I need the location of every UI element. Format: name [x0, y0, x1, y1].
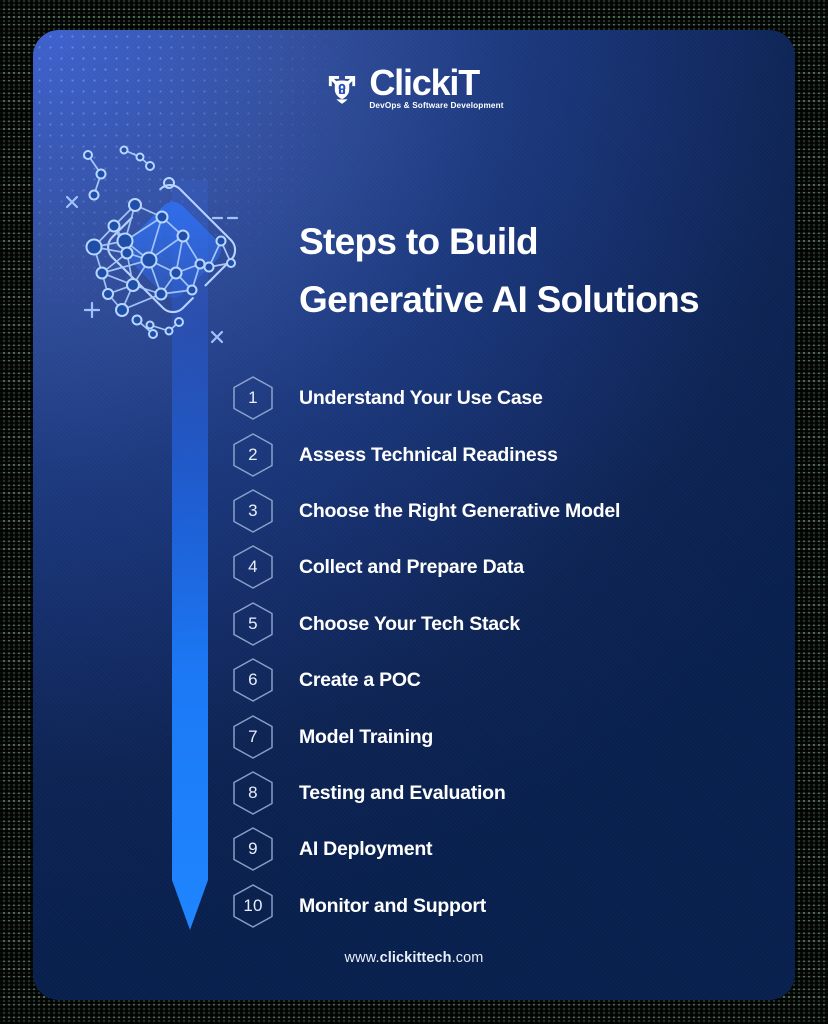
step-number-hexagon-icon: 4 — [231, 544, 275, 590]
infographic-card: ClickiT DevOps & Software Development — [33, 30, 795, 1000]
step-number-hexagon-icon: 5 — [231, 601, 275, 647]
step-number: 7 — [248, 726, 258, 746]
down-arrow-rail-icon — [172, 180, 208, 930]
step-number-hexagon-icon: 6 — [231, 657, 275, 703]
step-number-hexagon-icon: 8 — [231, 770, 275, 816]
step-number: 3 — [248, 500, 258, 520]
footer-prefix: www. — [344, 950, 380, 966]
step-label: Collect and Prepare Data — [299, 556, 524, 579]
step-number: 9 — [248, 839, 258, 859]
step-label: Create a POC — [299, 669, 421, 692]
step-label: Choose Your Tech Stack — [299, 612, 520, 635]
step-label: AI Deployment — [299, 838, 433, 861]
step-number-hexagon-icon: 10 — [231, 883, 275, 929]
footer-suffix: .com — [451, 950, 484, 966]
step-label: Assess Technical Readiness — [299, 443, 558, 466]
step-number-hexagon-icon: 1 — [231, 375, 275, 421]
step-label: Choose the Right Generative Model — [299, 499, 621, 522]
footer-domain: clickittech — [379, 950, 452, 966]
steps-list: 1 Understand Your Use Case 2 Assess Technic… — [231, 370, 791, 934]
step-number: 5 — [248, 613, 258, 633]
step-number-hexagon-icon: 2 — [231, 432, 275, 478]
page-title-line-2: Generative AI Solutions — [299, 279, 700, 320]
step-number-hexagon-icon: 3 — [231, 488, 275, 534]
neural-network-diamond-icon — [61, 142, 279, 357]
step-item[interactable]: 6 Create a POC — [231, 652, 791, 708]
step-item[interactable]: 10 Monitor and Support — [231, 878, 791, 934]
step-number: 2 — [248, 444, 258, 464]
footer-website[interactable]: www.clickittech.com — [33, 950, 795, 966]
step-number-hexagon-icon: 7 — [231, 714, 275, 760]
step-label: Testing and Evaluation — [299, 781, 506, 804]
step-label: Model Training — [299, 725, 434, 748]
step-item[interactable]: 1 Understand Your Use Case — [231, 370, 791, 426]
page-title-line-1: Steps to Build — [299, 221, 539, 262]
step-item[interactable]: 3 Choose the Right Generative Model — [231, 483, 791, 539]
step-item[interactable]: 2 Assess Technical Readiness — [231, 426, 791, 482]
step-item[interactable]: 8 Testing and Evaluation — [231, 765, 791, 821]
step-item[interactable]: 7 Model Training — [231, 708, 791, 764]
page-title: Steps to Build Generative AI Solutions — [299, 213, 787, 329]
shield-lock-arrows-icon — [324, 71, 360, 107]
step-number: 8 — [248, 782, 258, 802]
step-number: 4 — [248, 557, 258, 577]
step-label: Understand Your Use Case — [299, 387, 543, 410]
brand-logo: ClickiT DevOps & Software Development — [33, 62, 795, 111]
step-number-hexagon-icon: 9 — [231, 826, 275, 872]
step-number: 1 — [248, 388, 258, 408]
step-number: 6 — [248, 670, 258, 690]
brand-tagline: DevOps & Software Development — [369, 101, 504, 110]
brand-name: ClickiT — [369, 62, 480, 103]
step-number: 10 — [243, 895, 263, 915]
step-label: Monitor and Support — [299, 894, 486, 917]
step-item[interactable]: 4 Collect and Prepare Data — [231, 539, 791, 595]
step-item[interactable]: 9 AI Deployment — [231, 821, 791, 877]
step-item[interactable]: 5 Choose Your Tech Stack — [231, 596, 791, 652]
